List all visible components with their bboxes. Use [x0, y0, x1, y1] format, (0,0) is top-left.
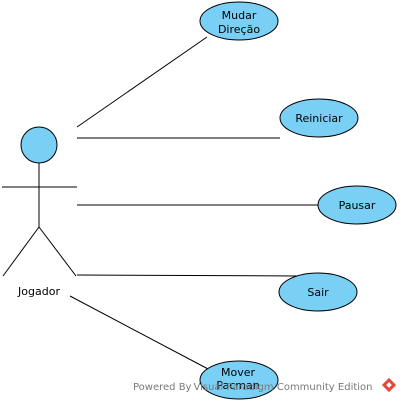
- actor-left-leg: [2, 226, 40, 277]
- use-case-reiniciar[interactable]: Reiniciar: [279, 98, 359, 138]
- actor-right-leg: [38, 226, 77, 277]
- use-case-label: Pausar: [339, 199, 376, 212]
- use-case-label: Mudar: [222, 9, 257, 22]
- association-mudar-direcao: [76, 36, 208, 128]
- watermark-text: Powered By Visual Paradigm Community Edi…: [133, 382, 373, 393]
- use-case-sair[interactable]: Sair: [278, 272, 358, 312]
- use-case-label: Mover: [221, 366, 255, 379]
- use-case-mover-pacman[interactable]: Mover Pacman: [199, 360, 279, 400]
- actor-head: [20, 126, 58, 164]
- association-sair: [76, 274, 301, 277]
- use-case-label: Pacman: [216, 379, 259, 392]
- use-case-mudar-direcao[interactable]: Mudar Direção: [199, 1, 279, 41]
- use-case-label: Sair: [307, 286, 329, 299]
- association-mover-pacman: [69, 295, 211, 371]
- watermark: Powered By Visual Paradigm Community Edi…: [133, 377, 397, 393]
- actor-name: Jogador: [17, 285, 60, 298]
- visual-paradigm-logo-icon: [381, 377, 397, 393]
- actor-jogador[interactable]: Jogador: [2, 126, 77, 298]
- use-case-label: Reiniciar: [295, 112, 343, 125]
- use-case-pausar[interactable]: Pausar: [317, 185, 397, 225]
- use-case-label: Direção: [218, 23, 260, 36]
